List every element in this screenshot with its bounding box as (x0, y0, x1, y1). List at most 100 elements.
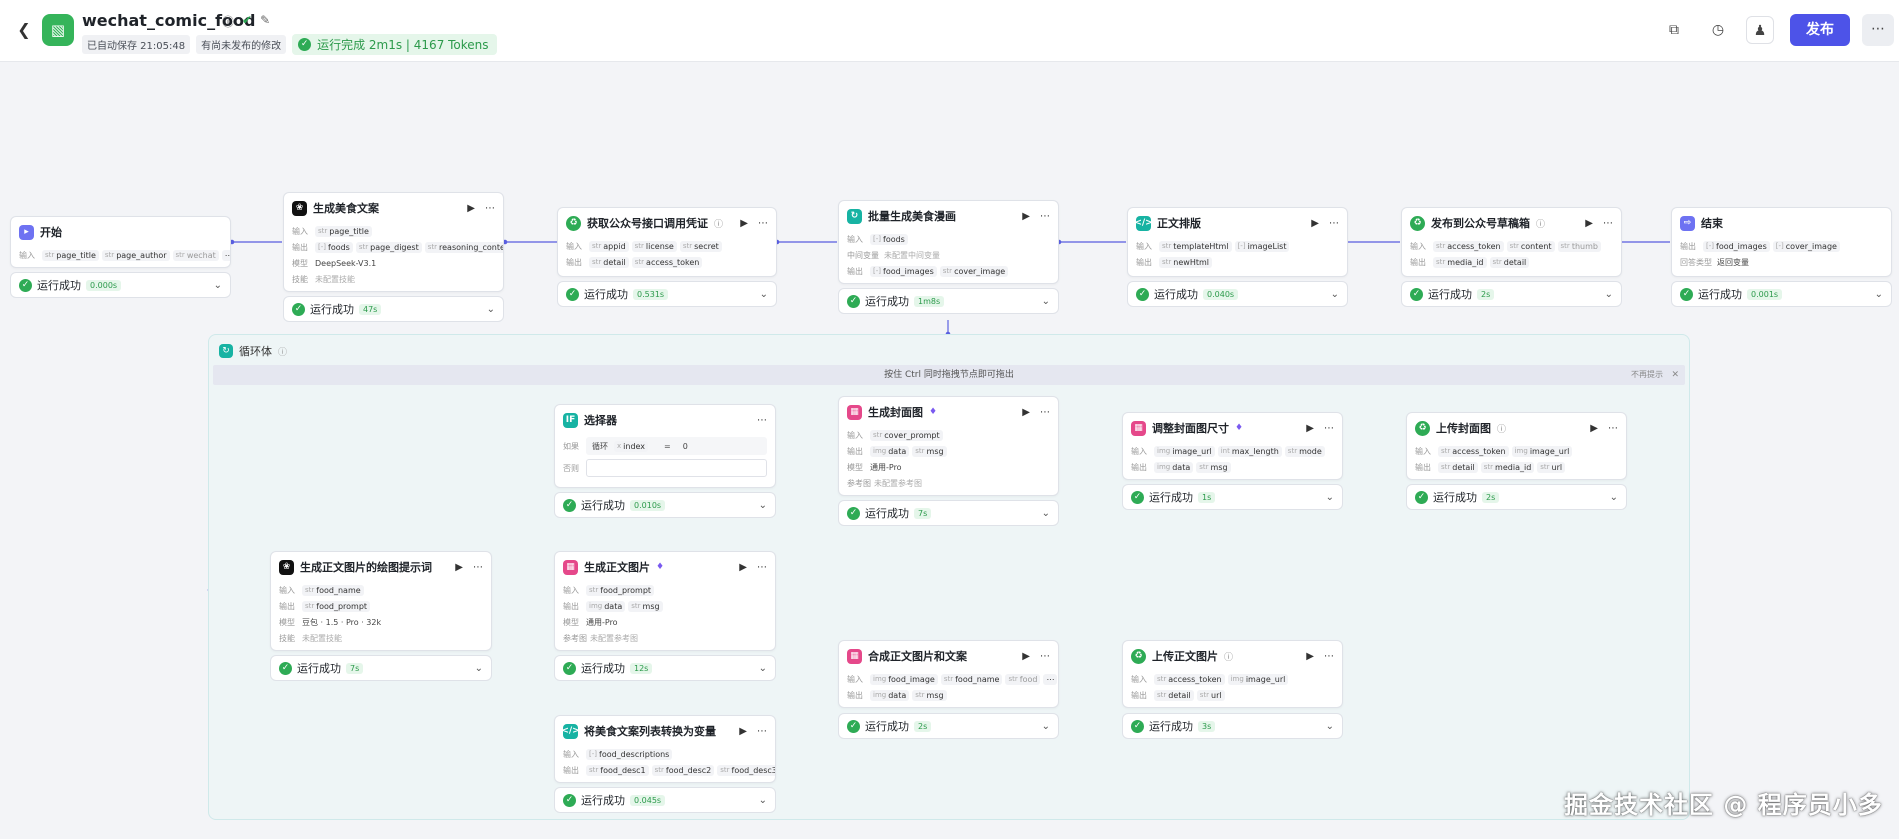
more-icon[interactable]: ⋯ (1329, 217, 1339, 229)
run-icon[interactable]: ▶ (1306, 422, 1314, 434)
loop-title: ↻ 循环体 ⓘ (219, 343, 287, 359)
run-icon[interactable]: ▶ (455, 561, 463, 573)
more-icon[interactable]: ⋯ (1043, 673, 1058, 685)
info-icon[interactable]: ⓘ (278, 347, 288, 358)
run-icon[interactable]: ▶ (1022, 210, 1030, 222)
run-icon[interactable]: ▶ (1022, 650, 1030, 662)
collaborators-button[interactable]: ♟ (1746, 16, 1774, 44)
chevron-down-icon[interactable]: ⌄ (758, 794, 767, 806)
published-check-icon: ✔ (242, 13, 253, 27)
close-icon[interactable]: ✕ (1671, 370, 1679, 380)
more-icon[interactable]: ⋯ (473, 561, 483, 573)
edit-icon[interactable]: ✎ (260, 13, 271, 27)
more-icon[interactable]: ⋯ (221, 249, 230, 261)
chevron-down-icon[interactable]: ⌄ (1330, 288, 1339, 300)
chevron-down-icon[interactable]: ⌄ (486, 303, 495, 315)
node-convert-list[interactable]: </>将美食文案列表转换为变量 ▶⋯ 输入[-]food_description… (554, 715, 776, 783)
chevron-down-icon[interactable]: ⌄ (474, 662, 483, 674)
more-icon[interactable]: ⋯ (485, 202, 495, 214)
more-icon[interactable]: ⋯ (757, 725, 767, 737)
run-icon[interactable]: ▶ (1590, 422, 1598, 434)
chevron-down-icon[interactable]: ⌄ (1041, 720, 1050, 732)
run-icon[interactable]: ▶ (740, 217, 748, 229)
chevron-down-icon[interactable]: ⌄ (1604, 288, 1613, 300)
chevron-down-icon[interactable]: ⌄ (1325, 491, 1334, 503)
more-icon[interactable]: ⋯ (1040, 210, 1050, 222)
info-icon[interactable]: ⓘ (1497, 424, 1507, 435)
run-status-badge[interactable]: ✓ 运行完成 2m1s | 4167 Tokens (292, 34, 497, 55)
plugin-icon: ♻ (566, 215, 581, 231)
more-icon[interactable]: ⋯ (757, 414, 767, 426)
dont-show-again-link[interactable]: 不再提示 (1631, 370, 1663, 379)
chevron-down-icon[interactable]: ⌄ (1041, 507, 1050, 519)
info-icon[interactable]: ⓘ (714, 219, 724, 230)
more-icon[interactable]: ⋯ (758, 217, 768, 229)
back-button[interactable]: ❮ (14, 20, 34, 40)
more-icon[interactable]: ⋯ (1324, 650, 1334, 662)
chevron-down-icon[interactable]: ⌄ (758, 499, 767, 511)
chevron-down-icon[interactable]: ⌄ (213, 279, 222, 291)
node-batch-comics[interactable]: ↻批量生成美食漫画 ▶⋯ 输入[-]foods 中间变量未配置中间变量 输出 [… (838, 200, 1059, 284)
copy-button[interactable]: ⧉ (1660, 16, 1688, 44)
chevron-down-icon[interactable]: ⌄ (1609, 491, 1618, 503)
run-icon[interactable]: ▶ (1311, 217, 1319, 229)
run-icon[interactable]: ▶ (739, 561, 747, 573)
info-icon[interactable]: ⓘ (222, 15, 235, 29)
chevron-down-icon[interactable]: ⌄ (1874, 288, 1883, 300)
info-icon[interactable]: ⓘ (1536, 219, 1546, 230)
chevron-down-icon[interactable]: ⌄ (1325, 720, 1334, 732)
chevron-down-icon[interactable]: ⌄ (759, 288, 768, 300)
more-icon[interactable]: ⋯ (1608, 422, 1618, 434)
run-icon[interactable]: ▶ (1306, 650, 1314, 662)
run-icon[interactable]: ▶ (1022, 406, 1030, 418)
history-button[interactable]: ◷ (1704, 16, 1732, 44)
chevron-down-icon[interactable]: ⌄ (758, 662, 767, 674)
run-icon[interactable]: ▶ (739, 725, 747, 737)
chevron-down-icon[interactable]: ⌄ (1041, 295, 1050, 307)
more-icon[interactable]: ⋯ (1603, 217, 1613, 229)
else-branch-field[interactable] (586, 459, 767, 477)
code-icon: </> (1134, 215, 1153, 231)
node-end[interactable]: ⇨结束 输出 [-]food_images [-]cover_image 回答类… (1671, 207, 1892, 277)
autosave-badge: 已自动保存 21:05:48 (82, 35, 191, 54)
run-icon[interactable]: ▶ (1585, 217, 1593, 229)
more-icon[interactable]: ⋯ (1040, 406, 1050, 418)
run-icon[interactable]: ▶ (467, 202, 475, 214)
more-button[interactable]: ⋯ (1862, 14, 1894, 46)
more-icon[interactable]: ⋯ (1324, 422, 1334, 434)
info-icon[interactable]: ⓘ (1224, 652, 1234, 663)
more-icon[interactable]: ⋯ (1040, 650, 1050, 662)
publish-button[interactable]: 发布 (1790, 14, 1850, 46)
more-icon[interactable]: ⋯ (757, 561, 767, 573)
